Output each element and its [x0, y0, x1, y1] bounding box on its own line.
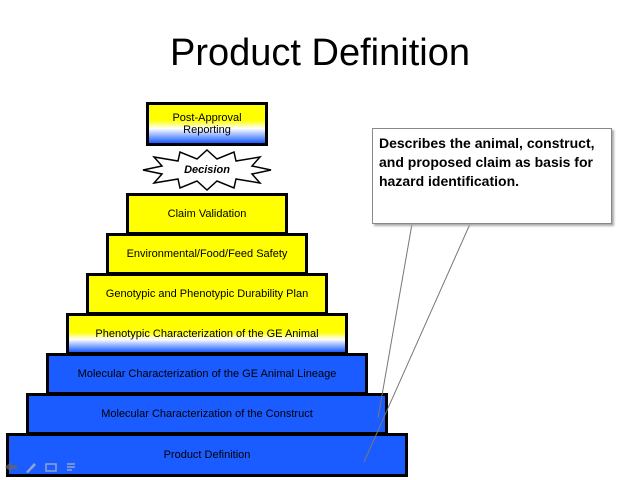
- post-approval-box: Post-Approval Reporting: [146, 102, 268, 146]
- callout-box: Describes the animal, construct, and pro…: [372, 128, 612, 224]
- starburst-shape: [142, 149, 272, 191]
- tier-environmental-safety: Environmental/Food/Feed Safety: [106, 233, 308, 275]
- tier-phenotypic-characterization: Phenotypic Characterization of the GE An…: [66, 313, 348, 355]
- tier-label: Genotypic and Phenotypic Durability Plan: [105, 288, 309, 300]
- tier-label: Phenotypic Characterization of the GE An…: [95, 328, 319, 340]
- decision-starburst: Decision: [142, 149, 272, 191]
- slide-menu-icon[interactable]: [44, 460, 58, 474]
- pen-icon[interactable]: [24, 460, 38, 474]
- tier-label: Claim Validation: [167, 208, 247, 220]
- tier-label: Molecular Characterization of the Constr…: [101, 408, 313, 420]
- tier-label: Product Definition: [163, 449, 251, 461]
- tier-lineage-characterization: Molecular Characterization of the GE Ani…: [46, 353, 368, 395]
- post-approval-label: Post-Approval Reporting: [172, 112, 242, 136]
- presentation-toolbar: [4, 458, 78, 476]
- back-arrow-icon[interactable]: [4, 460, 18, 474]
- slide-title: Product Definition: [170, 32, 470, 74]
- navigation-icon[interactable]: [64, 460, 78, 474]
- decision-label: Decision: [184, 164, 230, 176]
- tier-label: Molecular Characterization of the GE Ani…: [77, 368, 337, 380]
- tier-product-definition: Product Definition: [6, 433, 408, 477]
- tier-label: Environmental/Food/Feed Safety: [126, 248, 288, 260]
